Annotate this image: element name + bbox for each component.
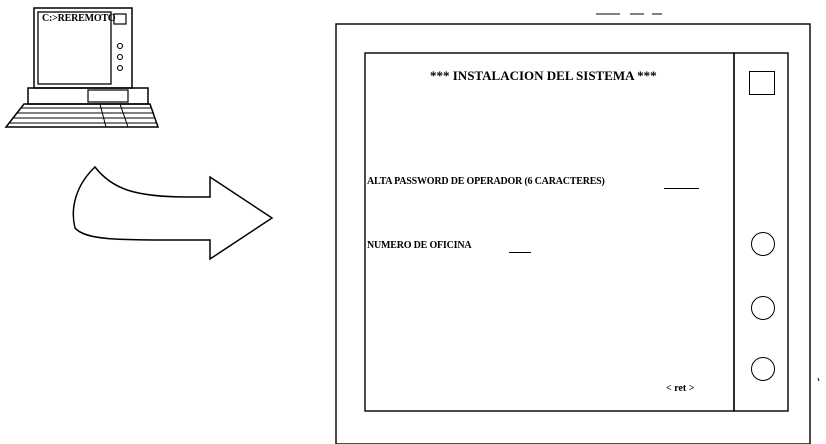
round-button-icon[interactable]: [751, 296, 775, 320]
password-input-blank[interactable]: [664, 188, 699, 189]
computer-screen-prompt: C:>REREMOTO: [42, 13, 116, 24]
office-number-field-label: NUMERO DE OFICINA: [367, 240, 472, 251]
round-button-icon[interactable]: [751, 357, 775, 381]
square-button-icon[interactable]: [749, 71, 775, 95]
screen-title: *** INSTALACION DEL SISTEMA ***: [430, 68, 657, 83]
terminal-screen: [335, 13, 820, 444]
desktop-computer-icon: [4, 7, 160, 128]
curved-arrow-right-icon: [72, 165, 274, 261]
password-field-label: ALTA PASSWORD DE OPERADOR (6 CARACTERES): [367, 176, 605, 187]
return-key-hint: < ret >: [666, 383, 695, 394]
round-button-icon[interactable]: [751, 232, 775, 256]
office-number-input-blank[interactable]: [509, 252, 531, 253]
